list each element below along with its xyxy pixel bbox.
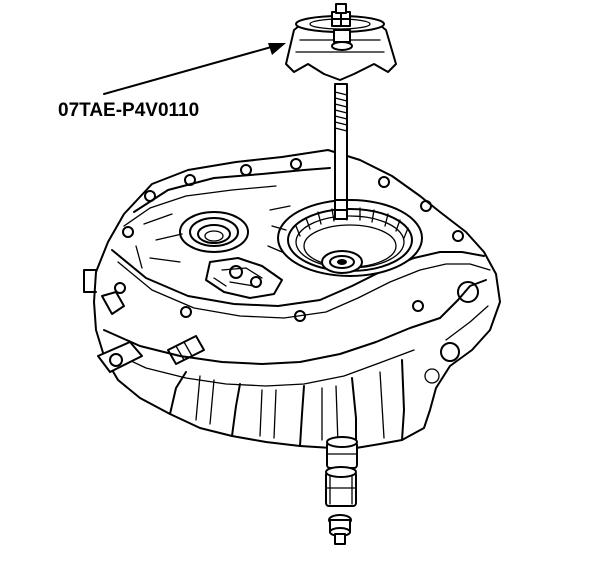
leader-line <box>103 43 283 95</box>
special-tool <box>285 3 397 220</box>
tool-part-number-label: 07TAE-P4V0110 <box>58 100 199 121</box>
tool-callout: 07TAE-P4V0110 <box>58 43 286 121</box>
lower-support-parts <box>325 436 358 545</box>
transmission-housing <box>83 149 501 449</box>
arrowhead-icon <box>268 43 286 55</box>
